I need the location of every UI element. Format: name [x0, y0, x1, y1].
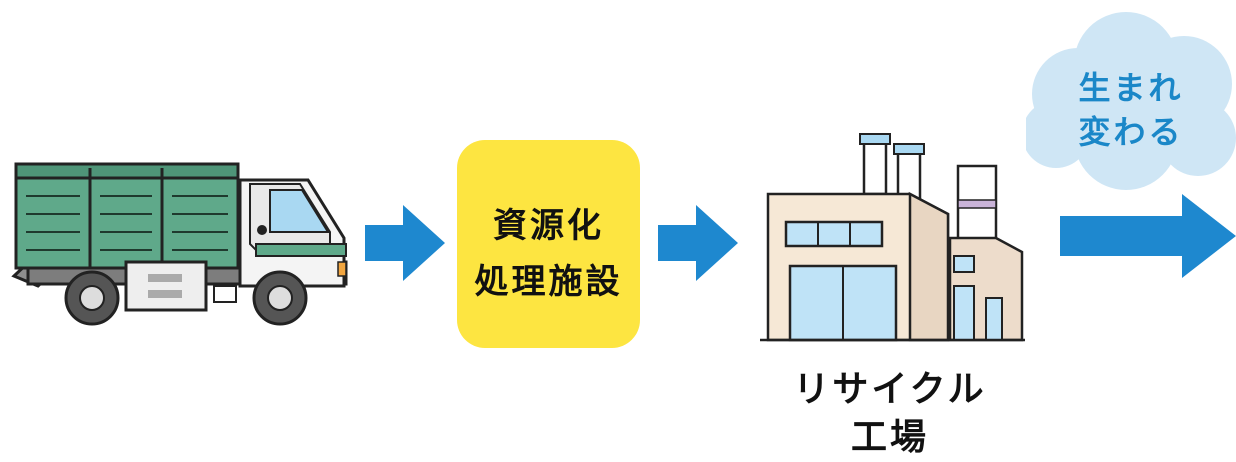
- arrow-right-icon: [365, 205, 445, 281]
- factory-label: リサイクル 工場: [760, 366, 1020, 462]
- process-label-line1: 資源化: [493, 206, 604, 246]
- reborn-label-line2: 変わる: [1078, 113, 1184, 151]
- factory-label-line2: 工場: [850, 417, 929, 458]
- reborn-label: 生まれ 変わる: [1046, 66, 1216, 154]
- arrow-right-icon: [1060, 194, 1236, 278]
- arrow-right-icon: [658, 205, 738, 281]
- cloud-icon: [1026, 12, 1236, 190]
- recycling-process-facility-box: 資源化 処理施設: [457, 140, 640, 348]
- recycling-factory-icon: [760, 133, 1025, 342]
- garbage-truck-icon: [11, 162, 348, 326]
- process-label-line2: 処理施設: [474, 262, 623, 302]
- reborn-label-line1: 生まれ: [1078, 69, 1184, 107]
- factory-label-line1: リサイクル: [793, 369, 987, 410]
